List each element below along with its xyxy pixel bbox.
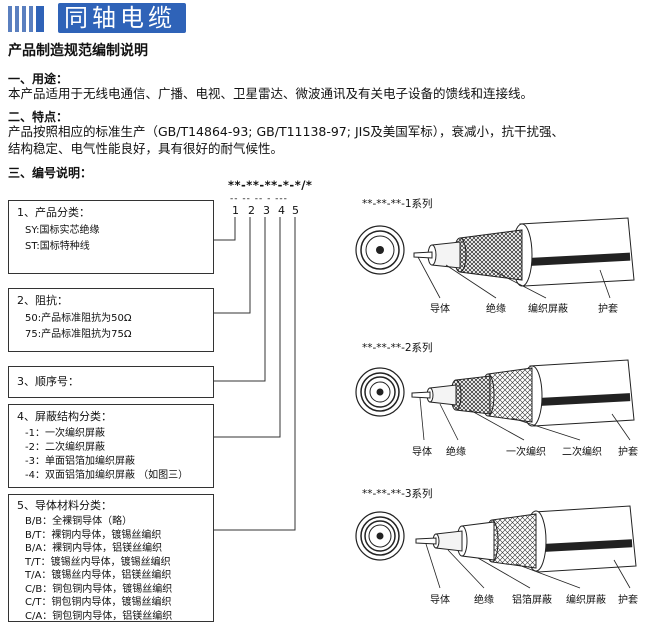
box-product-category: 1、产品分类： SY:国标实芯绝缘 ST:国标特种线 [8,200,214,274]
box-conductor-material: 5、导体材料分类： B/B：全裸铜导体（略） B/T：裸铜内导体，镀锡丝编织 B… [8,494,214,622]
box-product-category-item: ST:国标特种线 [25,241,90,252]
document-title: 产品制造规范编制说明 [8,43,148,59]
series-3-name: **-**-**-3系列 [362,488,433,500]
cable-3-illustration [355,505,637,589]
box-conductor-material-item: T/T：镀锡丝内导体，镀锡丝编织 [25,556,171,568]
code-format: **-**-**-*-*/* [228,178,313,192]
series-3-label-conductor: 导体 [430,595,450,606]
series-1-label-braid-shield: 编织屏蔽 [528,304,568,315]
box-conductor-material-item: B/T：裸铜内导体，镀锡丝编织 [25,529,162,541]
section-feature-line1: 产品按照相应的标准生产（GB/T14864-93; GB/T11138-97; … [8,124,565,139]
section-feature-heading: 二、特点： [8,110,69,124]
section-use-heading: 一、用途： [8,72,69,86]
cable-1-illustration [355,217,635,299]
code-number-4: 4 [278,204,285,217]
header-title: 同轴电缆 [58,3,186,33]
box-impedance: 2、阻抗： 50:产品标准阻抗为50Ω 75:产品标准阻抗为75Ω [8,288,214,352]
series-3-label-insulation: 绝缘 [474,595,494,606]
series-1-label-insulation: 绝缘 [486,304,506,315]
series-2-name: **-**-**-2系列 [362,342,433,354]
section-feature-line2: 结构稳定、电气性能良好，具有很好的耐气候性。 [8,141,284,156]
series-2-label-second-braid: 二次编织 [562,447,602,458]
header-stripes-icon [8,6,54,32]
box-shield-structure-item: -2：二次编织屏蔽 [25,442,105,453]
series-1-name: **-**-**-1系列 [362,198,433,210]
box-impedance-item: 50:产品标准阻抗为50Ω [25,313,132,324]
box-shield-structure: 4、屏蔽结构分类： -1：一次编织屏蔽 -2：二次编织屏蔽 -3：单面铝箔加编织… [8,404,214,488]
code-number-5: 5 [292,204,299,217]
box-conductor-material-item: B/A：裸铜内导体，铝镁丝编织 [25,543,163,554]
box-conductor-material-title: 5、导体材料分类： [17,499,112,512]
box-product-category-item: SY:国标实芯绝缘 [25,225,100,236]
box-conductor-material-item: C/B：铜包铜内导体，镀锡丝编织 [25,583,173,595]
series-2-label-conductor: 导体 [412,447,432,458]
series-1-label-conductor: 导体 [430,304,450,315]
box-sequence: 3、顺序号： [8,366,214,398]
series-2-label-insulation: 绝缘 [446,447,466,458]
box-shield-structure-item: -3：单面铝箔加编织屏蔽 [25,456,135,467]
box-impedance-item: 75:产品标准阻抗为75Ω [25,329,132,340]
box-impedance-title: 2、阻抗： [17,294,68,307]
box-product-category-title: 1、产品分类： [17,206,90,219]
box-shield-structure-title: 4、屏蔽结构分类： [17,410,112,423]
series-1-label-jacket: 护套 [598,304,618,315]
box-shield-structure-item: -1：一次编织屏蔽 [25,428,105,439]
code-dashes: -- -- -- - --- [230,194,288,204]
series-2-label-first-braid: 一次编织 [506,447,546,458]
code-number-1: 1 [232,204,239,217]
cable-2-illustration [355,359,635,441]
box-conductor-material-item: B/B：全裸铜导体（略） [25,516,133,527]
box-shield-structure-item: -4：双面铝箔加编织屏蔽 （如图三） [25,470,189,481]
series-3-label-jacket: 护套 [618,595,638,606]
series-3-label-foil-shield: 铝箔屏蔽 [512,595,552,606]
section-use-text: 本产品适用于无线电通信、广播、电视、卫星雷达、微波通讯及有关电子设备的馈线和连接… [8,86,534,101]
box-conductor-material-item: C/T：铜包铜内导体，镀锡丝编织 [25,597,172,608]
code-number-2: 2 [248,204,255,217]
code-number-3: 3 [263,204,270,217]
box-sequence-title: 3、顺序号： [17,375,79,388]
series-3-label-braid-shield: 编织屏蔽 [566,595,606,606]
box-conductor-material-item: T/A：镀锡丝内导体，铝镁丝编织 [25,570,172,581]
section-code-heading: 三、编号说明： [8,166,93,180]
series-2-label-jacket: 护套 [618,447,638,458]
box-conductor-material-item: C/A：铜包铜内导体，铝镁丝编织 [25,610,173,622]
